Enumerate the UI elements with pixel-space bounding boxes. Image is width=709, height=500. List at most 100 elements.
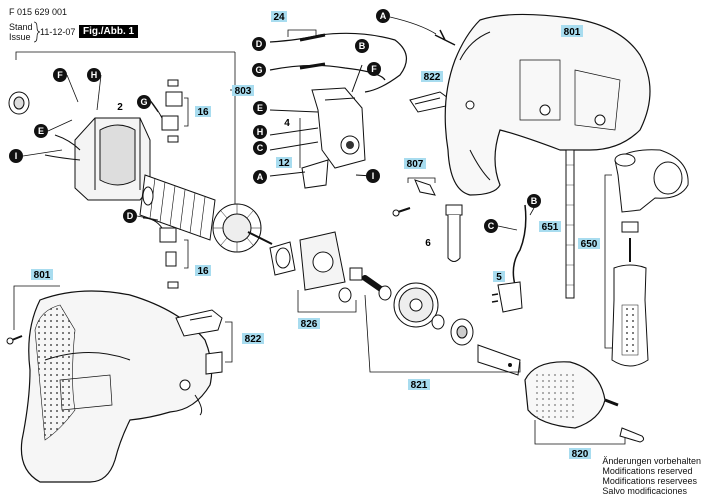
part-label-16-bottom: 16 [195, 265, 211, 277]
part-label-16-top-text: 16 [197, 107, 209, 118]
part-label-651-text: 651 [542, 222, 559, 233]
connector-i-left: I [9, 149, 23, 163]
note-line-es: Salvo modificaciones [602, 486, 687, 496]
armature-part [139, 174, 273, 253]
connector-h-mid: H [253, 125, 267, 139]
stator-part [44, 117, 151, 201]
part-label-801-top: 801 [561, 25, 583, 38]
part-label-822-bottom: 822 [242, 333, 264, 345]
part-label-822-top-text: 822 [424, 72, 441, 83]
aux-handle-650-part [611, 149, 689, 367]
part-label-16-bottom-text: 16 [197, 266, 209, 277]
part-label-822-bottom-text: 822 [245, 334, 262, 345]
connector-letter: I [372, 171, 375, 181]
connector-g-top: G [252, 63, 266, 77]
note-line-de: Änderungen vorbehalten [602, 456, 701, 466]
housing-801-top-part [434, 13, 651, 196]
header-brace [33, 21, 41, 43]
figure-label: Fig./Abb. 1 [79, 25, 139, 38]
bracket-801-bottom [13, 285, 60, 330]
part-label-820: 820 [569, 448, 591, 460]
connector-d-left: D [123, 209, 137, 223]
part-label-651: 651 [539, 221, 561, 233]
connector-e-mid: E [253, 101, 267, 115]
part-label-12: 12 [276, 157, 292, 169]
part-label-801-top-text: 801 [564, 27, 581, 38]
part-label-826: 826 [298, 318, 320, 330]
part-label-821-text: 821 [411, 380, 428, 391]
bracket-820 [534, 420, 626, 445]
part-label-807: 807 [404, 158, 426, 170]
part-label-807-text: 807 [407, 159, 424, 170]
connector-letter: F [371, 64, 377, 74]
power-cable-5-part [491, 204, 527, 313]
connector-b-top: B [355, 39, 369, 53]
connector-i-mid: I [366, 169, 380, 183]
part-label-5: 5 [493, 271, 505, 283]
part-label-4-text: 4 [284, 118, 290, 129]
connector-h-left: H [87, 68, 101, 82]
housing-801-bottom-part [20, 290, 213, 483]
connector-letter: A [257, 172, 264, 182]
connector-c-mid: C [253, 141, 267, 155]
connector-leaders [22, 16, 535, 231]
connector-letter: D [256, 39, 263, 49]
connector-letter: B [359, 41, 366, 51]
connector-letter: E [38, 126, 44, 136]
bracket-822-bottom [225, 321, 233, 363]
connector-f-left: F [53, 68, 67, 82]
bracket-16a [184, 97, 189, 127]
note-line-fr: Modifications reservees [602, 476, 697, 486]
connector-letter: H [91, 70, 98, 80]
stand-label: Stand [9, 22, 33, 32]
part-label-5-text: 5 [496, 272, 502, 283]
issue-label: Issue [9, 32, 31, 42]
depth-rod-651-part [565, 149, 575, 299]
bracket-807 [407, 177, 436, 183]
bracket-24 [287, 29, 317, 37]
connector-d-top: D [252, 37, 266, 51]
part-label-822-top: 822 [421, 71, 443, 83]
part-label-12-text: 12 [278, 158, 290, 169]
chuck-820-part [524, 361, 645, 443]
connector-a-mid: A [253, 170, 267, 184]
part-label-803-text: 803 [235, 86, 252, 97]
part-label-801-bottom-text: 801 [34, 270, 51, 281]
part-label-2-text: 2 [117, 102, 123, 113]
connector-letter: C [488, 221, 495, 231]
connector-letter: D [127, 211, 134, 221]
switch-wiring-part [269, 32, 407, 189]
brush-holders-bottom-part [142, 217, 179, 289]
connector-b-right: B [527, 194, 541, 208]
bracket-821 [364, 294, 521, 373]
connector-g-left: G [137, 95, 151, 109]
part-label-650-text: 650 [581, 239, 598, 250]
connector-letter: F [57, 70, 63, 80]
bracket-803 [15, 51, 235, 60]
clip-822-top-part [409, 91, 449, 113]
part-label-826-text: 826 [301, 319, 318, 330]
doc-number: F 015 629 001 [9, 7, 68, 17]
part-label-821: 821 [408, 379, 430, 391]
connector-letter: H [257, 127, 264, 137]
connector-e-left: E [34, 124, 48, 138]
modifications-note: Änderungen vorbehalten Modifications res… [602, 456, 701, 496]
connector-letter: E [257, 103, 263, 113]
bracket-650 [604, 174, 612, 349]
guide-6-part [445, 204, 463, 262]
part-label-24-text: 24 [273, 12, 285, 23]
gear-train-part [269, 231, 521, 376]
connector-f-top: F [367, 62, 381, 76]
bracket-826 [297, 290, 357, 313]
connector-a-top: A [376, 9, 390, 23]
part-label-820-text: 820 [572, 449, 589, 460]
connector-letter: G [140, 97, 147, 107]
part-label-24: 24 [271, 11, 287, 23]
part-label-6: 6 [425, 238, 431, 249]
clip-822-bottom-part [175, 309, 223, 375]
part-label-801-bottom: 801 [31, 269, 53, 281]
part-label-2: 2 [117, 102, 123, 113]
connector-letter: G [255, 65, 262, 75]
brush-holders-top-part [149, 79, 183, 143]
